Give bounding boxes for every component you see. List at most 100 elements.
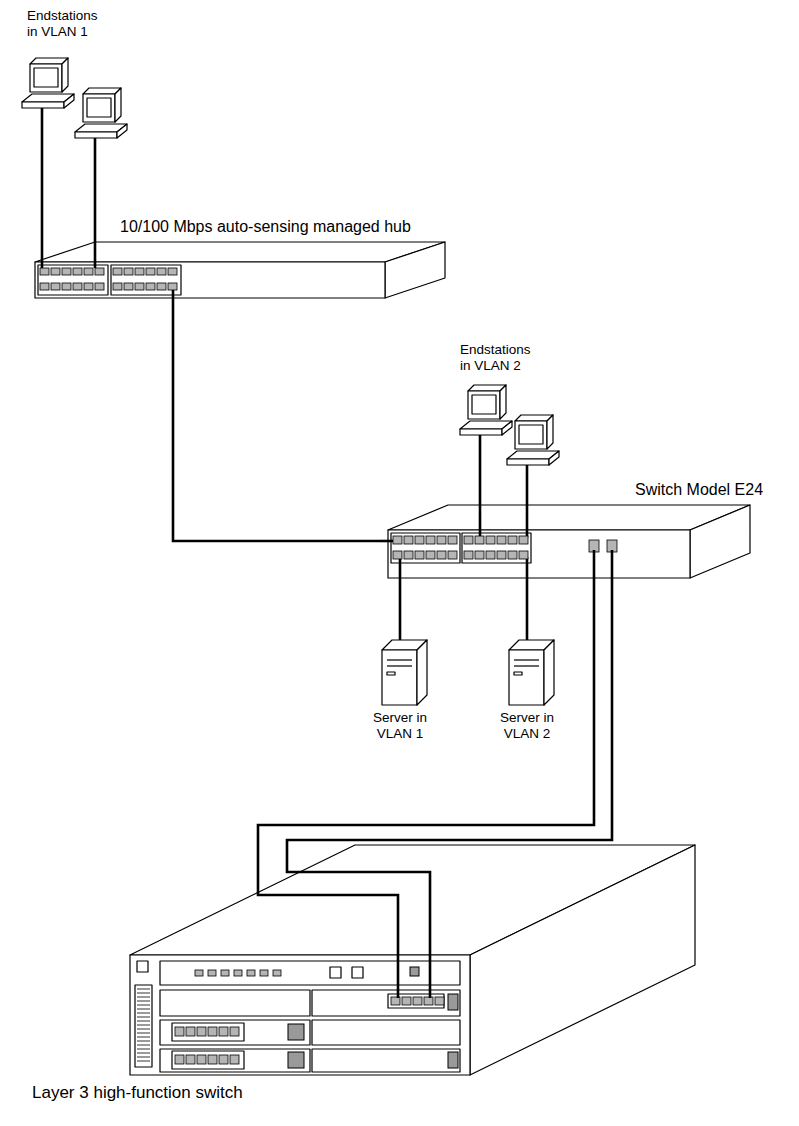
port xyxy=(73,268,82,275)
port xyxy=(186,1027,195,1036)
port xyxy=(234,970,242,976)
port xyxy=(208,1027,217,1036)
port xyxy=(84,283,93,290)
port xyxy=(51,268,60,275)
port-panel xyxy=(172,1023,244,1041)
port xyxy=(73,283,82,290)
cable xyxy=(41,218,44,268)
network-cable xyxy=(526,600,529,630)
management-module xyxy=(160,961,460,985)
port-panel xyxy=(111,265,181,295)
vent-slot xyxy=(137,1041,150,1042)
vent-slot xyxy=(137,1037,150,1038)
server-tower xyxy=(509,630,554,705)
switch-front xyxy=(388,530,690,578)
port xyxy=(175,1027,184,1036)
led xyxy=(352,967,363,978)
server-tower xyxy=(382,630,427,705)
port xyxy=(62,283,71,290)
network-cable xyxy=(611,600,614,800)
server-icon xyxy=(382,640,427,705)
port xyxy=(464,551,473,559)
port xyxy=(175,1055,184,1064)
vent-slot xyxy=(137,1029,150,1030)
port xyxy=(415,536,424,544)
vent-slot xyxy=(137,1021,150,1022)
vent-slot xyxy=(137,1053,150,1054)
vent-slot xyxy=(137,1061,150,1062)
workstation-pair xyxy=(22,58,127,160)
network-cable xyxy=(526,470,529,480)
port xyxy=(413,997,422,1005)
workstation-pair xyxy=(460,385,559,470)
port xyxy=(197,1027,206,1036)
port-panel xyxy=(38,265,108,295)
port xyxy=(448,536,457,544)
port xyxy=(508,536,517,544)
network-cable xyxy=(593,600,596,800)
vent-slot xyxy=(137,1001,150,1002)
vent-slot xyxy=(137,989,150,990)
port xyxy=(426,551,435,559)
port xyxy=(197,1055,206,1064)
port xyxy=(95,283,104,290)
port xyxy=(84,268,93,275)
led xyxy=(330,967,341,978)
server-box: Server in VLAN 2 xyxy=(487,630,567,752)
port xyxy=(402,997,411,1005)
port xyxy=(135,268,144,275)
network-cable xyxy=(479,470,482,480)
port xyxy=(40,283,49,290)
vent-slot xyxy=(137,1009,150,1010)
port xyxy=(415,551,424,559)
port xyxy=(168,283,177,290)
switch-top xyxy=(388,505,750,530)
workstation-group: Endstations in VLAN 1 xyxy=(10,5,130,160)
server-icon xyxy=(509,640,554,705)
port-panel xyxy=(172,1051,244,1069)
hub-box: 10/100 Mbps auto-sensing managed hub xyxy=(30,218,510,320)
port xyxy=(404,551,413,559)
port xyxy=(497,536,506,544)
workstation-icon xyxy=(75,88,127,138)
workstation-icon xyxy=(460,385,512,435)
port xyxy=(146,283,155,290)
module-latch xyxy=(448,1052,458,1068)
port xyxy=(519,536,528,544)
port xyxy=(208,1055,217,1064)
port xyxy=(475,536,484,544)
cable xyxy=(526,465,529,470)
module-slot xyxy=(312,1020,460,1045)
vent-slot xyxy=(137,1057,150,1058)
module-slot xyxy=(312,1049,460,1072)
port xyxy=(219,1055,228,1064)
switch-side xyxy=(690,505,750,578)
vent-slot xyxy=(137,1033,150,1034)
cable xyxy=(94,138,97,160)
port xyxy=(486,551,495,559)
port xyxy=(391,997,400,1005)
vent-slot xyxy=(137,1005,150,1006)
switch-box: Switch Model E24 xyxy=(380,480,774,600)
port xyxy=(435,997,444,1005)
port xyxy=(426,536,435,544)
port xyxy=(519,551,528,559)
led xyxy=(410,967,419,976)
module-latch xyxy=(448,994,458,1010)
cable xyxy=(479,435,482,470)
port xyxy=(508,551,517,559)
port xyxy=(195,970,203,976)
port xyxy=(113,283,122,290)
vent-slot xyxy=(137,1049,150,1050)
cable xyxy=(172,290,175,320)
vent-slot xyxy=(137,993,150,994)
vent-slot xyxy=(137,1025,150,1026)
hub-front xyxy=(35,262,385,298)
device-label: Switch Model E24 xyxy=(635,481,770,499)
port xyxy=(40,268,49,275)
device-label: Endstations in VLAN 1 xyxy=(27,8,105,39)
port xyxy=(157,283,166,290)
